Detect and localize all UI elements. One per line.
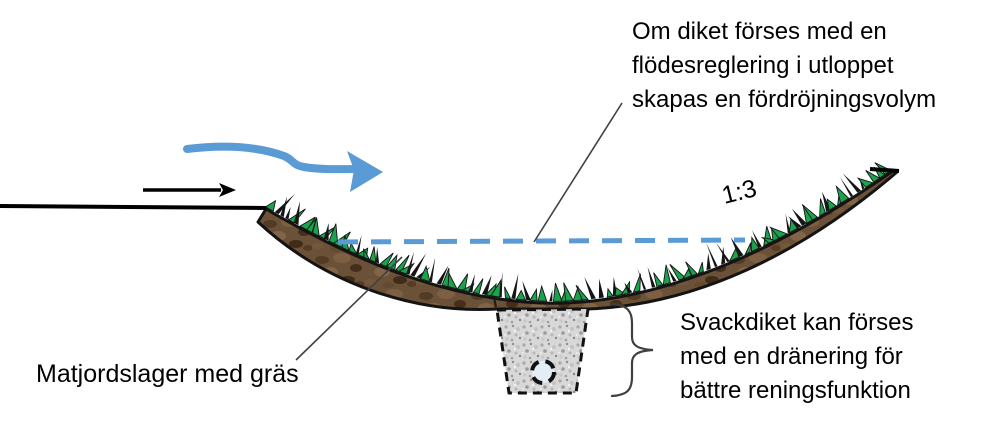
detention-note: Om diket förses med en flödesreglering i… — [632, 15, 936, 117]
water-level-dashed-line — [337, 237, 746, 245]
grass-blades — [264, 162, 892, 302]
detention-note-line1: Om diket förses med en — [632, 18, 887, 45]
topsoil-note-leader-line — [295, 256, 403, 361]
drainage-note: Svackdiket kan förses med en dränering f… — [680, 306, 913, 408]
inflow-arrow — [143, 183, 236, 197]
drainage-note-line1: Svackdiket kan förses — [680, 309, 914, 336]
topsoil-note: Matjordslager med gräs — [36, 360, 299, 388]
water-flow-arrow — [183, 142, 383, 192]
drainage-note-line3: bättre reningsfunktion — [680, 377, 911, 404]
detention-note-line2: flödesreglering i utloppet — [632, 52, 894, 79]
drainage-trench — [495, 307, 590, 395]
ground-line — [0, 204, 267, 210]
drain-pipe — [530, 359, 556, 385]
detention-note-leader-line — [533, 102, 623, 243]
detention-note-line3: skapas en fördröjningsvolym — [632, 86, 937, 113]
drainage-note-line2: med en dränering för — [680, 343, 903, 370]
drainage-brace — [610, 302, 654, 398]
right-bank-ledge — [869, 167, 900, 173]
